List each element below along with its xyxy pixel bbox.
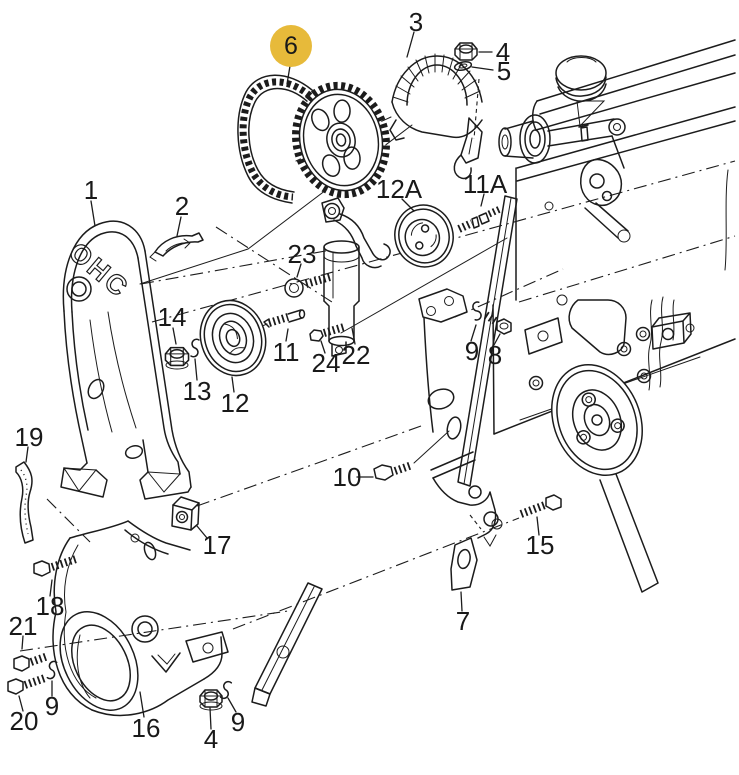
leader-lines <box>18 31 540 730</box>
callout-11a[interactable]: 11A <box>462 169 508 199</box>
bolt-24 <box>309 323 346 342</box>
callout-9c[interactable]: 9 <box>230 707 246 737</box>
bolt-21 <box>13 652 50 672</box>
callout-9a[interactable]: 9 <box>464 336 480 366</box>
water-pump-pulley <box>551 299 659 593</box>
grooved-pulley-12 <box>199 299 267 377</box>
callout-8[interactable]: 8 <box>487 340 503 370</box>
callout-4b[interactable]: 4 <box>203 724 219 754</box>
callout-20[interactable]: 20 <box>9 706 39 736</box>
callout-6-highlighted[interactable]: 6 <box>270 25 312 67</box>
callout-1[interactable]: 1 <box>83 175 99 205</box>
belt-guard <box>389 53 483 180</box>
tensioner-damper <box>321 197 391 357</box>
lower-cover-16 <box>52 520 323 717</box>
seal-strip-19 <box>15 461 34 544</box>
callout-21[interactable]: 21 <box>8 611 38 641</box>
socket-bolt-23 <box>284 273 332 298</box>
nut-14 <box>164 346 190 370</box>
callout-12[interactable]: 12 <box>220 388 250 418</box>
bolt-18 <box>33 555 78 577</box>
spring-washer-13 <box>190 338 200 358</box>
callout-5[interactable]: 5 <box>496 56 512 86</box>
tensioner-pulley <box>394 204 454 268</box>
washer-9a <box>470 300 484 322</box>
callout-9b[interactable]: 9 <box>44 691 60 721</box>
callout-2[interactable]: 2 <box>174 191 190 221</box>
upper-timing-cover: OHC <box>60 220 192 500</box>
bolt-20 <box>7 674 47 695</box>
callout-7[interactable]: 7 <box>455 606 471 636</box>
timing-belt <box>237 74 313 204</box>
bolt-10 <box>373 461 414 481</box>
rear-belt-cover-7 <box>418 195 518 591</box>
nut-4-top <box>454 42 478 61</box>
callout-16[interactable]: 16 <box>131 713 161 743</box>
stud-11a <box>457 205 502 233</box>
bolt-15 <box>519 494 562 518</box>
callout-13[interactable]: 13 <box>182 376 212 406</box>
callout-19[interactable]: 19 <box>14 422 44 452</box>
callout-23[interactable]: 23 <box>287 239 317 269</box>
callout-4a[interactable]: 4 <box>495 37 511 67</box>
nut-4-bottom <box>199 689 223 711</box>
camshaft-sprocket <box>292 81 390 199</box>
stud-11 <box>263 309 306 328</box>
callout-17[interactable]: 17 <box>202 530 232 560</box>
retaining-clip <box>149 232 204 262</box>
callout-12a[interactable]: 12A <box>375 174 423 204</box>
callout-11[interactable]: 11 <box>272 337 300 367</box>
oil-filler-cap <box>555 55 607 91</box>
callout-10[interactable]: 10 <box>332 462 362 492</box>
callout-24[interactable]: 24 <box>311 348 341 378</box>
bolt-8 <box>483 311 512 335</box>
callout-3[interactable]: 3 <box>408 7 424 37</box>
washer-5 <box>453 60 473 72</box>
callout-15[interactable]: 15 <box>525 530 555 560</box>
spacer-block-17 <box>171 496 200 531</box>
callout-14[interactable]: 14 <box>157 302 187 332</box>
callout-18[interactable]: 18 <box>35 591 65 621</box>
washer-9b <box>46 660 58 680</box>
callout-22[interactable]: 22 <box>341 340 371 370</box>
